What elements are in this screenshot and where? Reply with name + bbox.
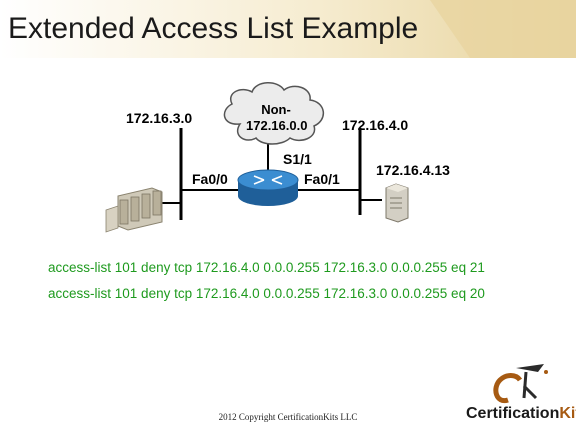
- acl-rest: 101 deny tcp 172.16.4.0 0.0.0.255 172.16…: [114, 286, 485, 301]
- network-right-label: 172.16.4.0: [342, 117, 409, 133]
- serial-interface-label: S1/1: [283, 151, 312, 167]
- slide-title: Extended Access List Example: [8, 12, 419, 45]
- acl-cmd: access-list: [48, 286, 112, 301]
- brand-logo-text: CertificationKits: [466, 405, 576, 423]
- router-icon: [237, 169, 299, 206]
- server-icon: [385, 183, 409, 223]
- acl-line-2: access-list 101 deny tcp 172.16.4.0 0.0.…: [48, 286, 485, 301]
- brand-text-b: Kits: [559, 405, 576, 422]
- acl-rest: 101 deny tcp 172.16.4.0 0.0.0.255 172.16…: [114, 260, 485, 275]
- cloud-label: Non- 172.16.0.0: [246, 102, 308, 134]
- server-cluster-icon: [105, 187, 163, 233]
- brand-text-a: Certification: [466, 405, 560, 422]
- acl-line-1: access-list 101 deny tcp 172.16.4.0 0.0.…: [48, 260, 485, 275]
- cloud-label-line1: Non-: [261, 102, 291, 117]
- fa01-interface-label: Fa0/1: [304, 171, 340, 187]
- cloud-label-line2: 172.16.0.0: [246, 118, 308, 133]
- cloud-icon: [223, 82, 324, 145]
- host-label: 172.16.4.13: [376, 162, 450, 178]
- fa00-interface-label: Fa0/0: [192, 171, 228, 187]
- certificationkits-logo-icon: [493, 364, 548, 404]
- title-band: [0, 0, 576, 58]
- network-left-label: 172.16.3.0: [126, 110, 193, 126]
- acl-cmd: access-list: [48, 260, 112, 275]
- copyright-footer: 2012 Copyright CertificationKits LLC: [218, 412, 358, 422]
